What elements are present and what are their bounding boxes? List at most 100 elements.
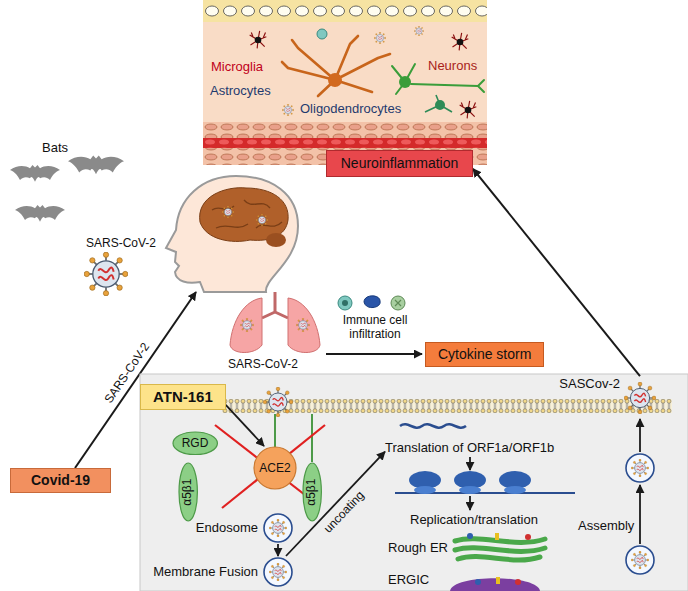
label-holder: SARS-CoV-2 [228,357,298,371]
node-text: ACE2 [259,461,290,475]
virus-label: SARS-CoV-2 [228,357,298,371]
integrin-ellipse [179,463,197,521]
tissue-panel [203,0,487,165]
virus-particle [240,318,254,332]
label-holder: Assembly [578,518,634,534]
organelle-label: Rough ER [388,540,448,556]
node-text: Cytokine storm [438,346,531,363]
drug-box: ATN-161 [140,384,226,410]
virus-particle [414,26,424,36]
virus-particle [269,563,287,581]
receptor-circle [254,447,296,489]
rough-er [455,539,545,560]
brain-folds [212,200,282,228]
node-text: SASCov-2 [559,376,658,392]
label-holder: Neurons [428,58,477,74]
vesicle [626,454,654,482]
oligodendrocyte [425,95,452,112]
label-holder: Rough ER [388,540,448,556]
node-text: Translation of ORF1a/ORF1b [385,440,554,456]
bat-icon [10,165,60,182]
endosome-vesicle: Endosome [196,512,294,544]
virus-icon [624,382,656,414]
process-arrow [469,496,471,510]
ribosome [409,471,441,494]
endosome-vesicle-shape [262,512,294,544]
virus-particle [269,519,287,537]
process-label: Assembly [578,518,634,534]
arrow-connector [277,544,279,556]
immune-cell [338,296,352,310]
endosome-vesicle [264,514,292,542]
microglia-cell [460,101,477,119]
integrin-ellipse: α5β1 [302,462,322,522]
microglia-cell [250,31,267,49]
virus-icon-shape [622,380,658,416]
protein-marks [467,533,531,540]
mechanism-panel [140,374,688,591]
trachea [262,292,288,318]
outcome-box: Cytokine storm [425,342,544,367]
cell-label: Neurons [428,58,477,74]
virus-particle [256,214,268,226]
vesicle [626,546,654,574]
virus-particle [84,252,128,296]
label-holder: Immune cell infiltration [332,313,418,342]
virus-particle [624,382,656,414]
node-text: Endosome [196,520,294,536]
virus-particle [296,318,310,332]
vessel-wall [203,122,487,138]
outcome-box: Neuroinflammation [326,150,473,177]
virus-particle [282,104,294,116]
label-holder: Bats [42,140,68,156]
ribosome [499,471,531,494]
label-holder: Replication/translation [410,512,538,528]
process-arrow [639,419,641,452]
vesicle-membrane [264,558,292,586]
cell-label: Astrocytes [210,83,271,99]
virus-particle [222,206,234,218]
astrocyte [282,36,390,96]
cerebellum [266,233,286,247]
arrow-connector [226,405,264,446]
organelle-label: ERGIC [388,572,429,588]
virus-label: SARS-CoV-2 [86,236,156,250]
blood-vessel [203,138,487,148]
node-text: Covid-19 [31,472,90,489]
fusion-vesicle [264,558,292,586]
lung [288,298,320,353]
process-label: Immune cell infiltration [332,313,418,342]
label-holder: Oligodendrocytes [300,101,401,117]
microglia-cell [452,33,469,51]
motif-ellipse: RGD [172,431,218,456]
node-text: ATN-161 [153,388,213,406]
host-label: Bats [42,140,68,156]
fusion-vesicle-shape [262,556,294,588]
node-text: Membrane Fusion [153,564,294,580]
arrow-connector [286,452,385,556]
vesicle-membrane [264,514,292,542]
label-holder: ERGIC [388,572,429,588]
barrier-layer [203,0,487,22]
cell-label: Oligodendrocytes [300,101,401,117]
protein-marks [475,577,521,585]
node-text: α5β1 [305,478,319,505]
integrin-ellipse [303,463,321,521]
viral-rna [400,424,466,427]
virus-icon: SASCov-2 [559,376,658,416]
ribosome [454,471,486,494]
node-text: Neuroinflammation [337,155,462,172]
integrin-ellipse: α5β1 [178,462,198,522]
label-holder: Astrocytes [210,83,271,99]
node-text: α5β1 [181,478,195,505]
lung [230,298,262,353]
process-text: Translation of ORF1a/ORF1b [385,440,554,456]
immune-cell [391,296,405,310]
process-label: Replication/translation [410,512,538,528]
label-holder: SARS-CoV-2 [86,236,156,250]
node-text: RGD [182,436,209,450]
bat-icon [68,156,124,175]
ergic [450,578,540,591]
receptor-circle: ACE2 [253,446,297,490]
